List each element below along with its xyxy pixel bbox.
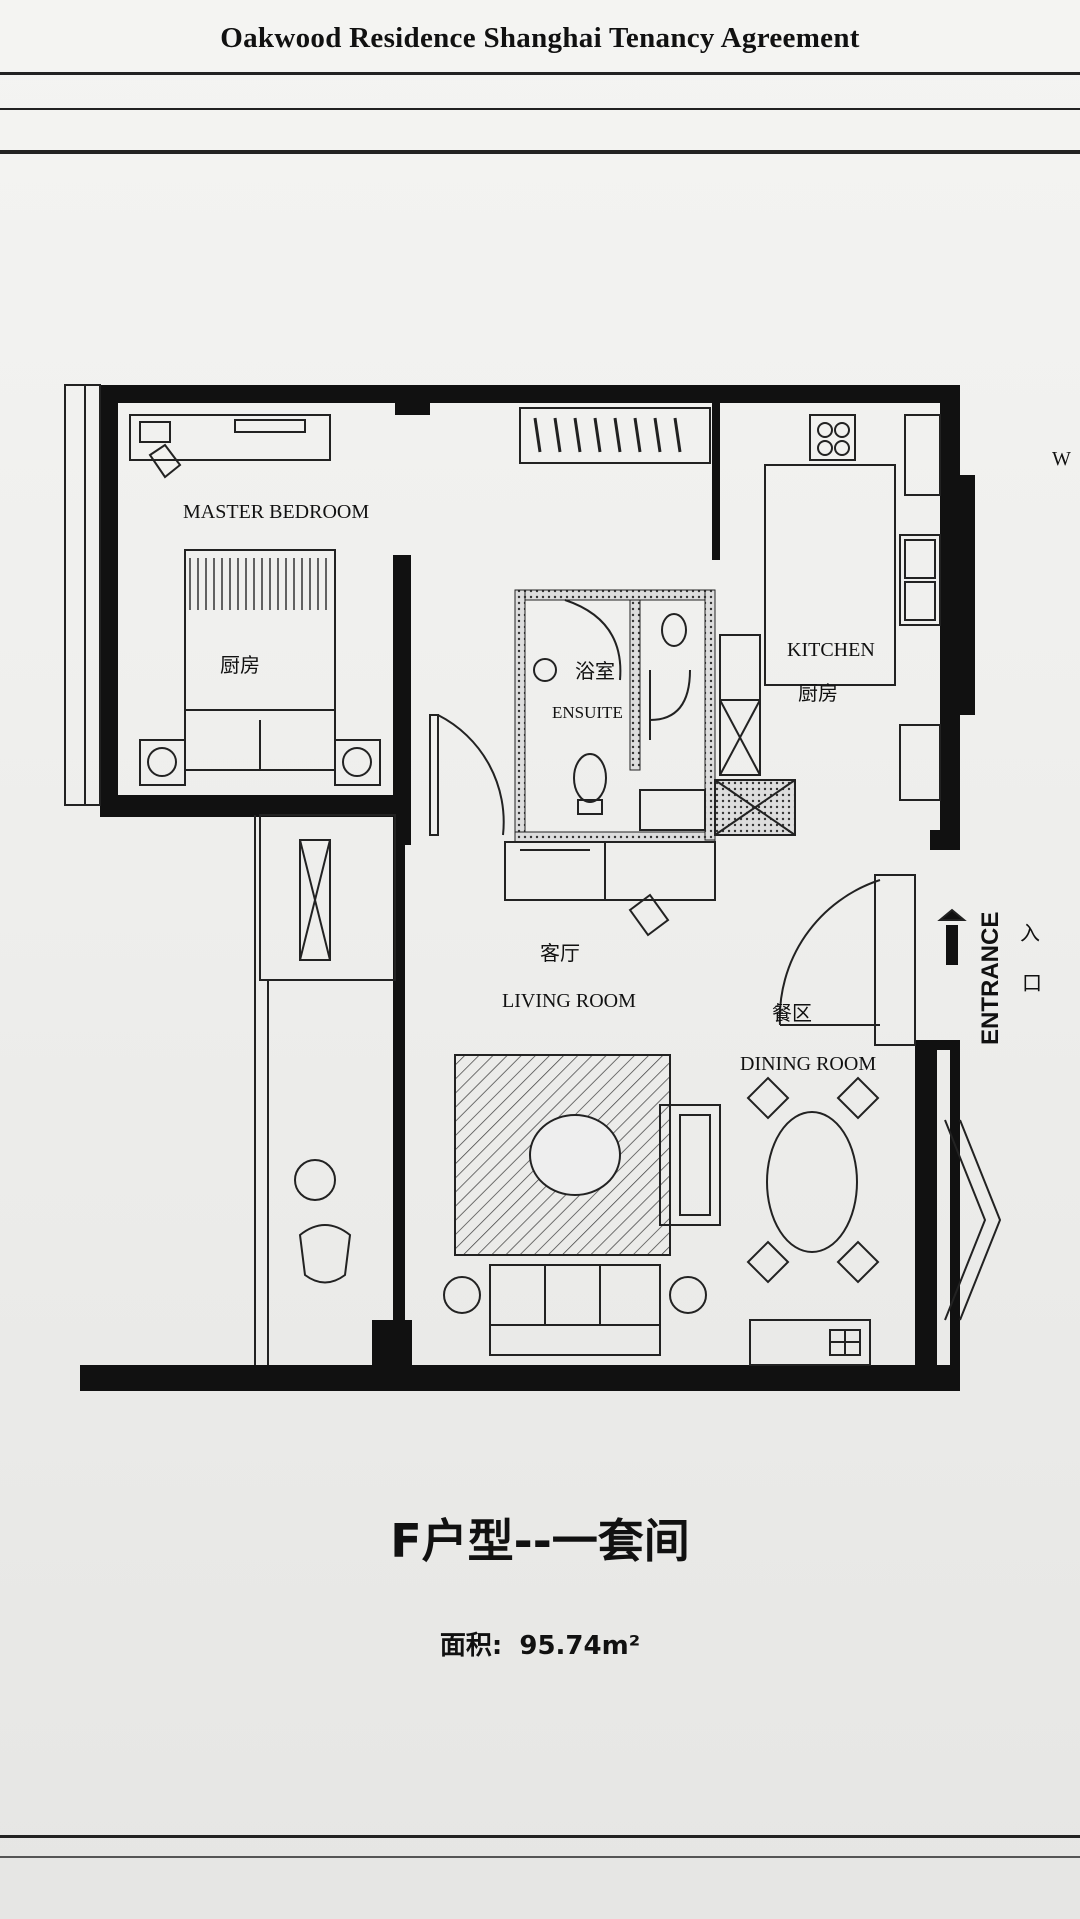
wardrobe <box>519 407 711 464</box>
label-living-room: LIVING ROOM <box>502 990 636 1012</box>
label-dining-room: DINING ROOM <box>740 1053 876 1075</box>
label-kitchen: KITCHEN <box>787 639 875 661</box>
balcony-left <box>64 384 396 1365</box>
label-entrance-cn-2: 口 <box>1022 971 1042 995</box>
label-master-bedroom-cn: 厨房 <box>220 653 260 677</box>
label-dining-cn: 餐区 <box>772 1001 812 1025</box>
exterior-walls <box>80 385 975 1391</box>
label-entrance: ENTRANCE <box>977 912 1004 1045</box>
interior-walls <box>100 400 960 1375</box>
entrance-door <box>778 874 967 1046</box>
header-rule-1 <box>0 72 1080 75</box>
right-folding-doors <box>944 1119 1002 1321</box>
unit-type-title: F户型--一套间 <box>390 1514 690 1568</box>
label-living-cn: 客厅 <box>540 941 580 965</box>
label-ensuite: ENSUITE <box>552 703 623 722</box>
label-entrance-cn-1: 入 <box>1020 921 1040 945</box>
area-line: 面积: 95.74m² <box>0 1625 1080 1662</box>
header-rule-3 <box>0 150 1080 154</box>
bedroom-furniture <box>129 414 381 786</box>
document-title: Oakwood Residence Shanghai Tenancy Agree… <box>220 22 860 54</box>
bedroom-door <box>429 714 505 836</box>
living-furniture <box>443 1054 721 1356</box>
floor-plan: MASTER BEDROOM 厨房 浴室 ENSUITE KITCHEN 厨房 … <box>0 360 1080 1420</box>
footer-rule-2 <box>0 1856 1080 1858</box>
edge-text: W <box>1052 448 1071 470</box>
label-master-bedroom: MASTER BEDROOM <box>183 501 369 523</box>
ensuite-fixtures <box>533 599 706 831</box>
footer-rule-1 <box>0 1835 1080 1838</box>
desk <box>504 841 716 937</box>
header-rule-2 <box>0 108 1080 110</box>
label-ensuite-cn: 浴室 <box>575 659 615 683</box>
ensuite-walls <box>514 589 716 843</box>
kitchen-fixtures <box>714 414 941 836</box>
area-label: 面积: <box>439 1631 503 1661</box>
area-value: 95.74m² <box>519 1631 641 1661</box>
label-kitchen-cn: 厨房 <box>798 681 838 705</box>
dining-furniture <box>746 1076 880 1366</box>
